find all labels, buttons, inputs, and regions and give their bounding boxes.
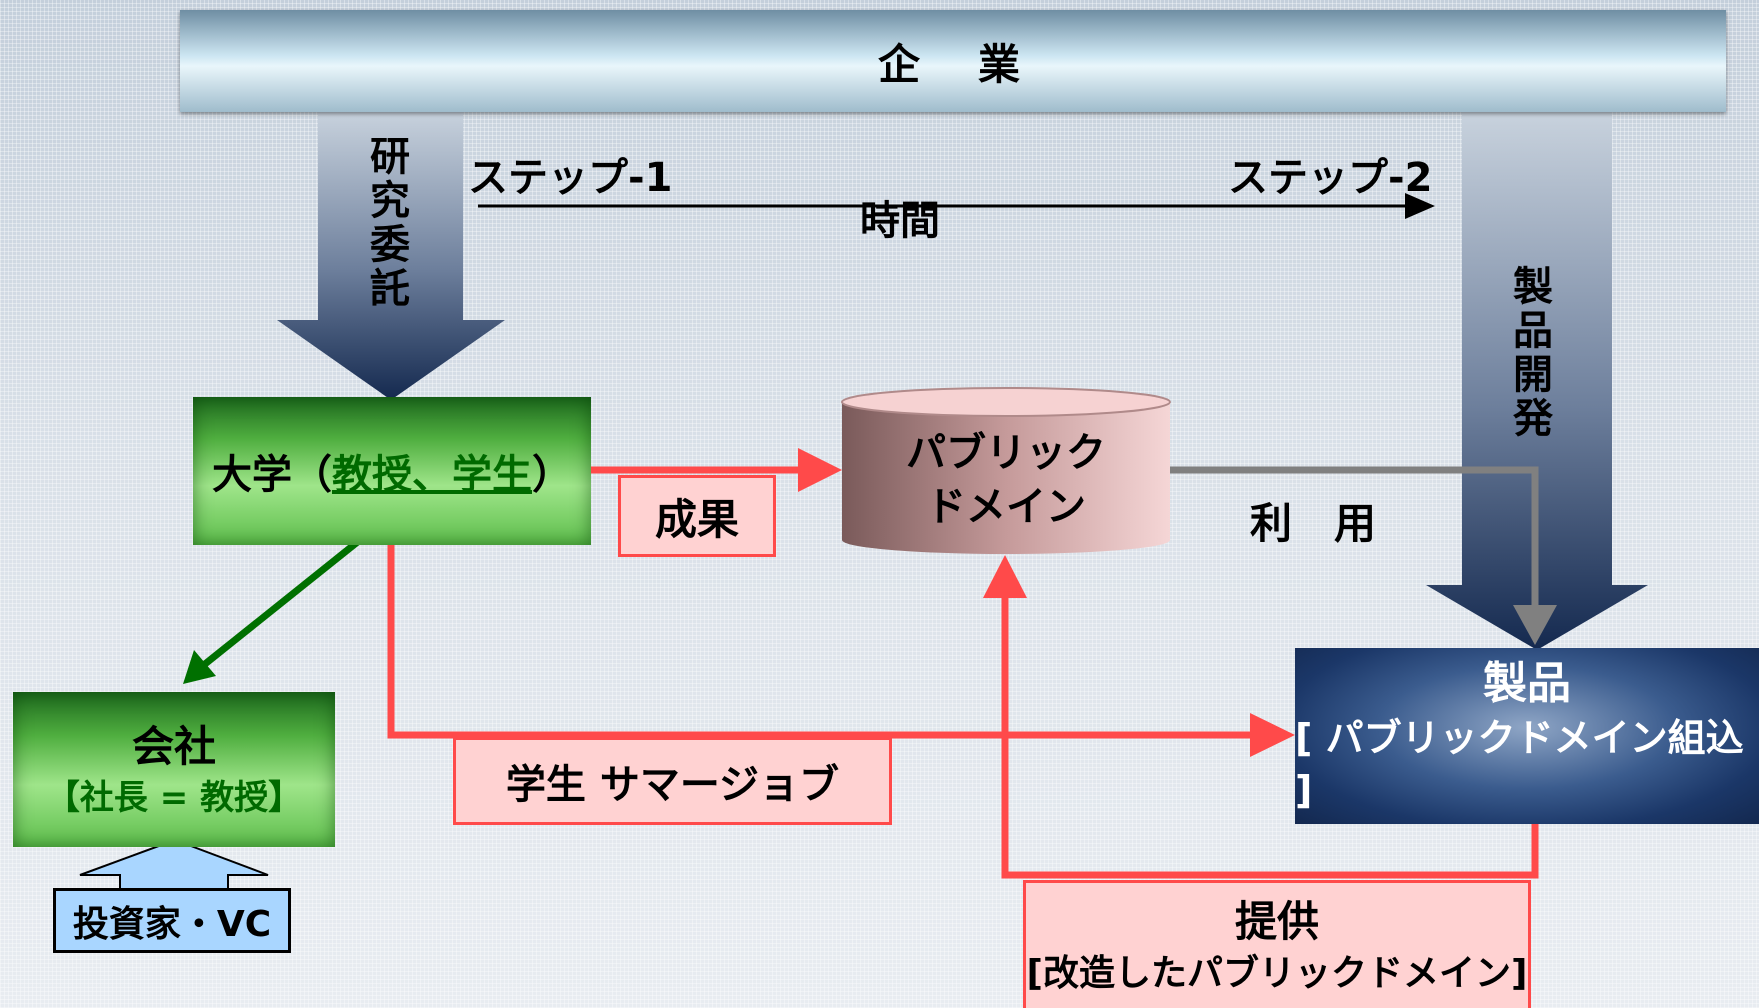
result-arrowhead	[798, 448, 842, 492]
summer-job-arrow-line	[387, 545, 1255, 739]
time-axis-arrowhead	[1405, 193, 1435, 219]
step-1-label: ステップ-1	[468, 155, 673, 201]
university-members: 教授、学生	[332, 452, 532, 498]
provide-arrowhead	[983, 555, 1027, 598]
use-arrow-line	[1170, 466, 1539, 610]
summer-job-box: 学生 サマージョブ	[453, 737, 892, 825]
provide-arrow-line	[1001, 590, 1539, 879]
summer-job-label: 学生 サマージョブ	[505, 762, 840, 808]
provide-box: 提供 [改造したパブリックドメイン]	[1023, 880, 1531, 1008]
time-axis-label: 時間	[860, 198, 940, 244]
enterprise-banner: 企 業	[180, 10, 1726, 112]
public-domain-cylinder-top	[841, 387, 1171, 417]
research-commission-arrow	[277, 110, 505, 400]
summer-job-arrowhead	[1250, 713, 1295, 757]
spinoff-arrowhead	[183, 650, 216, 684]
use-label: 利 用	[1250, 499, 1377, 548]
investor-label: 投資家・VC	[72, 903, 272, 945]
provide-title: 提供	[1234, 896, 1319, 946]
product-subtitle: [ パブリックドメイン組込 ]	[1295, 716, 1744, 812]
university-suffix: ）	[532, 452, 572, 498]
university-box: 大学（教授、学生）	[193, 397, 591, 545]
enterprise-title: 企 業	[877, 39, 1028, 89]
university-prefix: 大学（	[212, 452, 332, 498]
use-arrowhead	[1513, 605, 1557, 645]
public-domain-cylinder	[842, 402, 1170, 554]
product-title: 製品	[1483, 658, 1571, 709]
company-title: 会社	[131, 721, 216, 771]
product-box: 製品 [ パブリックドメイン組込 ]	[1295, 648, 1759, 824]
product-development-label: 製品開発	[1513, 264, 1553, 442]
public-domain-text: パブリック ドメイン	[842, 420, 1170, 540]
provide-subtitle: [改造したパブリックドメイン]	[1026, 952, 1528, 994]
company-box: 会社 【社長 = 教授】	[13, 692, 335, 847]
investor-box: 投資家・VC	[53, 888, 291, 953]
public-domain-line-1: パブリック	[906, 430, 1106, 476]
research-commission-label: 研究委託	[370, 134, 410, 312]
step-2-label: ステップ-2	[1228, 155, 1433, 201]
product-development-arrow	[1426, 110, 1648, 650]
result-label-box: 成果	[618, 475, 776, 557]
company-subtitle: 【社長 = 教授】	[45, 777, 303, 818]
public-domain-line-2: ドメイン	[926, 484, 1086, 530]
result-label: 成果	[654, 494, 739, 544]
